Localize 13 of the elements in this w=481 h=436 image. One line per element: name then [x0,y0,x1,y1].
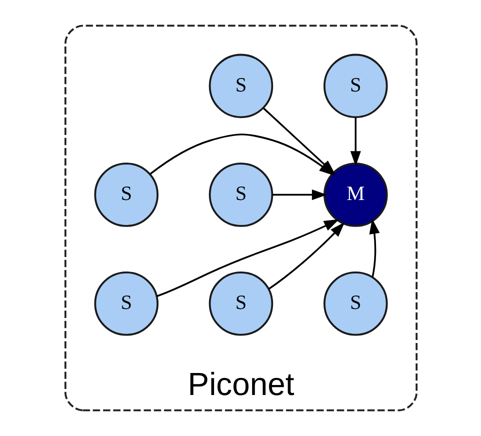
node-circle: S [94,271,158,336]
arrow [350,117,360,166]
node-circle: S [208,162,273,227]
arrow [368,218,380,278]
node-circle: S [94,162,158,227]
node-circle: S [323,271,388,336]
node-circle: S [208,271,273,336]
arrow [156,219,339,297]
node-circle: S [323,54,388,118]
node-circle: S [208,54,273,118]
arrow [272,190,327,200]
arrow [268,222,344,290]
node-circle: M [323,162,388,227]
